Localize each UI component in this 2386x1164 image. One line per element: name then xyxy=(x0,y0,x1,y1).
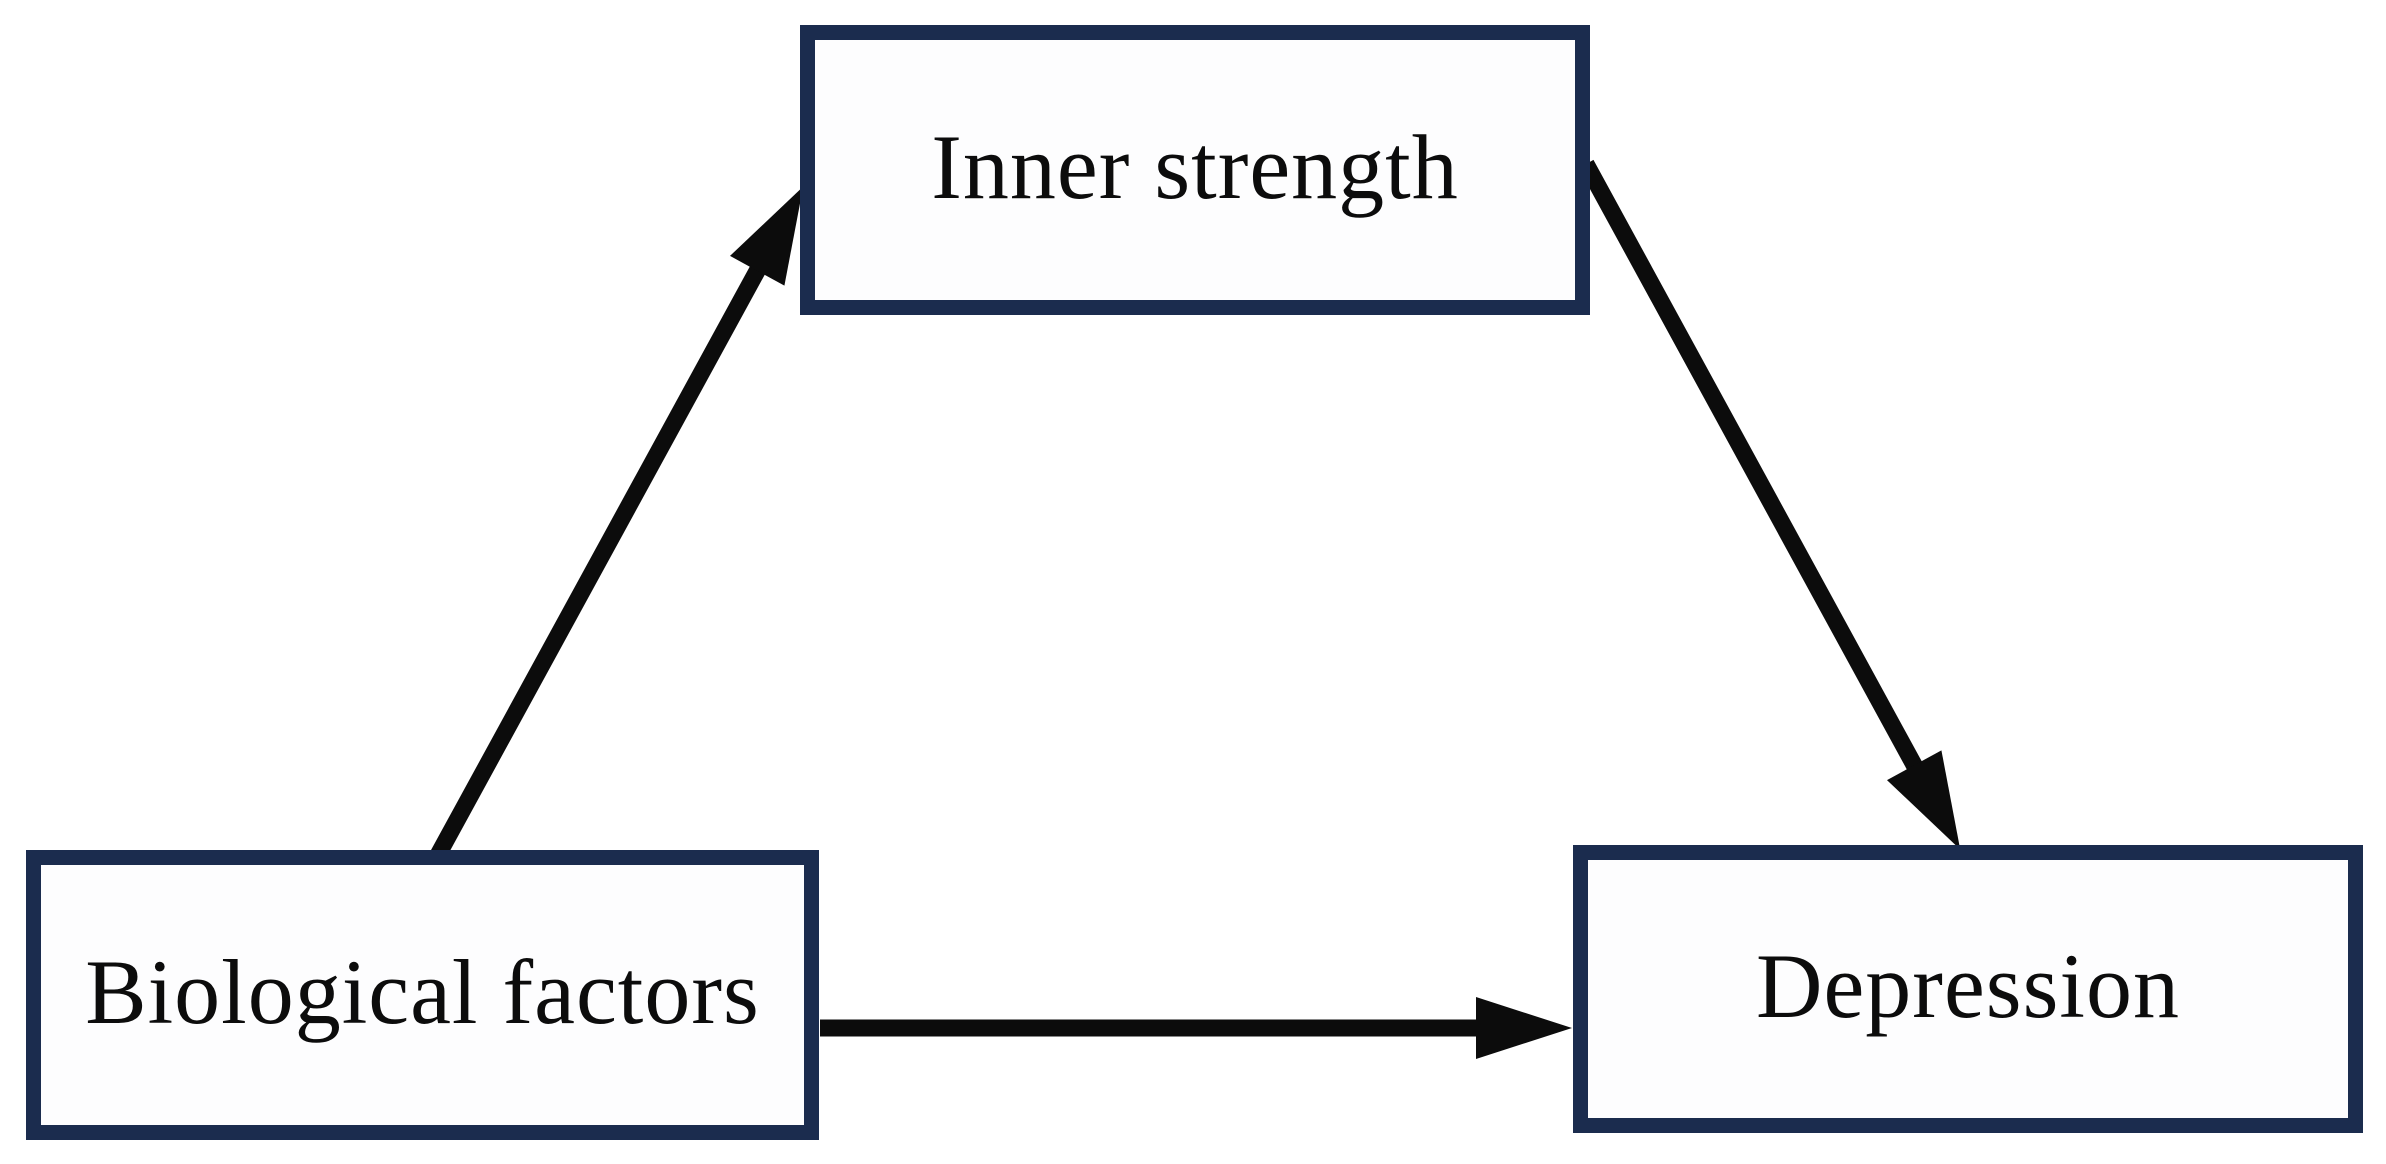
node-biological-factors-label: Biological factors xyxy=(85,941,760,1043)
arrow-biological-to-inner-strength xyxy=(424,186,804,871)
node-depression-label: Depression xyxy=(1756,935,2180,1037)
arrow-inner-strength-to-depression xyxy=(1578,159,1961,850)
node-inner-strength: Inner strength xyxy=(800,25,1590,315)
node-depression: Depression xyxy=(1573,845,2363,1133)
node-biological-factors: Biological factors xyxy=(26,850,819,1140)
node-inner-strength-label: Inner strength xyxy=(931,116,1459,218)
